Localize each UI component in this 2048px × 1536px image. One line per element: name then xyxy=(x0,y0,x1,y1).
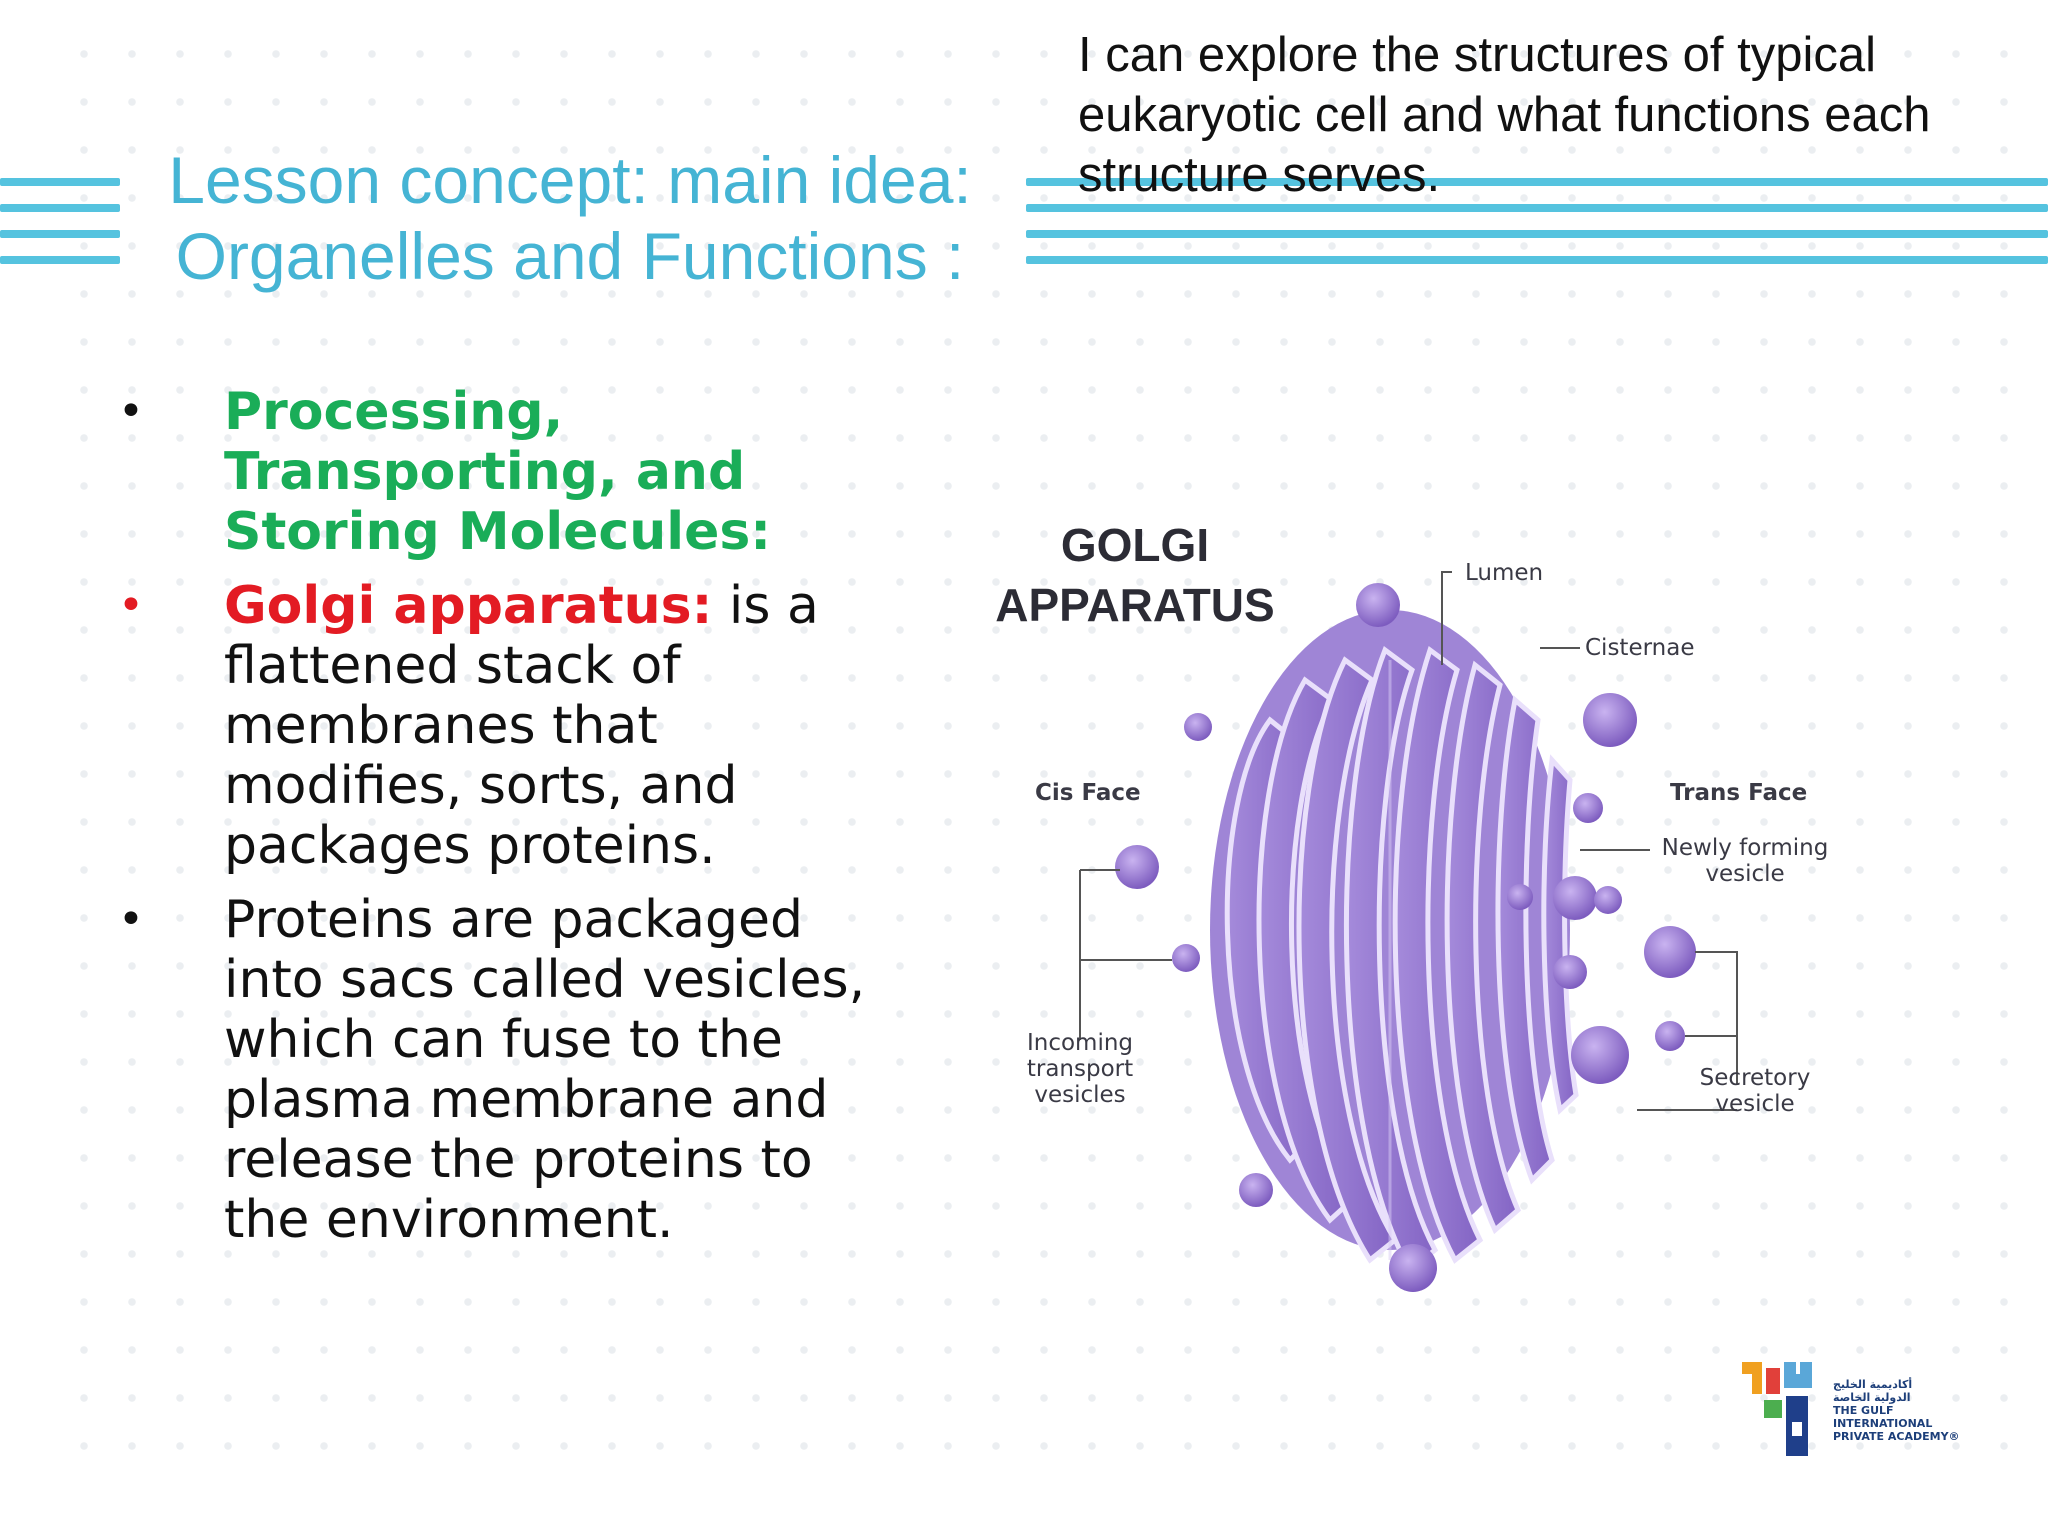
bullet-golgi: • Golgi apparatus: is a flattened stack … xyxy=(118,576,878,876)
bullet-marker: • xyxy=(118,580,144,631)
label-lumen: Lumen xyxy=(1465,560,1544,586)
bullet-heading: Golgi apparatus: xyxy=(224,576,713,636)
label-trans-face: Trans Face xyxy=(1670,780,1808,806)
leader-lines xyxy=(1079,571,1738,1111)
bullet-text: is a flattened stack of membranes that m… xyxy=(224,576,819,876)
title-line-1: Lesson concept: main idea: xyxy=(168,143,972,217)
cisternae-stack xyxy=(1210,610,1579,1274)
dot-background xyxy=(60,30,2020,1490)
bullet-text: Proteins are packaged into sacs called v… xyxy=(224,890,866,1250)
label-incoming-transport-vesicles: Incoming transport vesicles xyxy=(1026,1030,1134,1108)
bullet-vesicles: • Proteins are packaged into sacs called… xyxy=(118,890,878,1250)
label-cis-face: Cis Face xyxy=(1035,780,1141,806)
bullet-processing: • Processing, Transporting, and Storing … xyxy=(118,382,878,562)
bullet-heading: Processing, Transporting, and Storing Mo… xyxy=(224,382,772,562)
header-stripes-right xyxy=(1026,178,2048,268)
learning-objective: I can explore the structures of typical … xyxy=(1078,28,1931,202)
bullet-list: • Processing, Transporting, and Storing … xyxy=(118,382,878,1264)
bullet-marker: • xyxy=(118,894,144,945)
label-cisternae: Cisternae xyxy=(1585,635,1695,661)
golgi-diagram: Lumen Cisternae Cis Face Trans Face Newl… xyxy=(960,540,1860,1320)
header-stripes-left xyxy=(0,178,120,268)
golgi-illustration xyxy=(1079,571,1738,1292)
label-secretory-vesicle: Secretory vesicle xyxy=(1699,1065,1811,1117)
bullet-marker: • xyxy=(118,386,144,437)
logo-mark-icon xyxy=(1742,1362,1812,1456)
diagram-title: GOLGI APPARATUS xyxy=(995,519,1275,631)
slide-title: Lesson concept: main idea: Organelles an… xyxy=(130,142,1010,294)
label-newly-forming-vesicle: Newly forming vesicle xyxy=(1661,835,1829,887)
title-line-2: Organelles and Functions : xyxy=(175,219,965,293)
logo-text: أكاديمية الخليج الدولية الخاصة THE GULF … xyxy=(1833,1378,1960,1443)
school-logo: أكاديمية الخليج الدولية الخاصة THE GULF … xyxy=(1738,1360,1988,1470)
vesicles xyxy=(1115,583,1696,1292)
